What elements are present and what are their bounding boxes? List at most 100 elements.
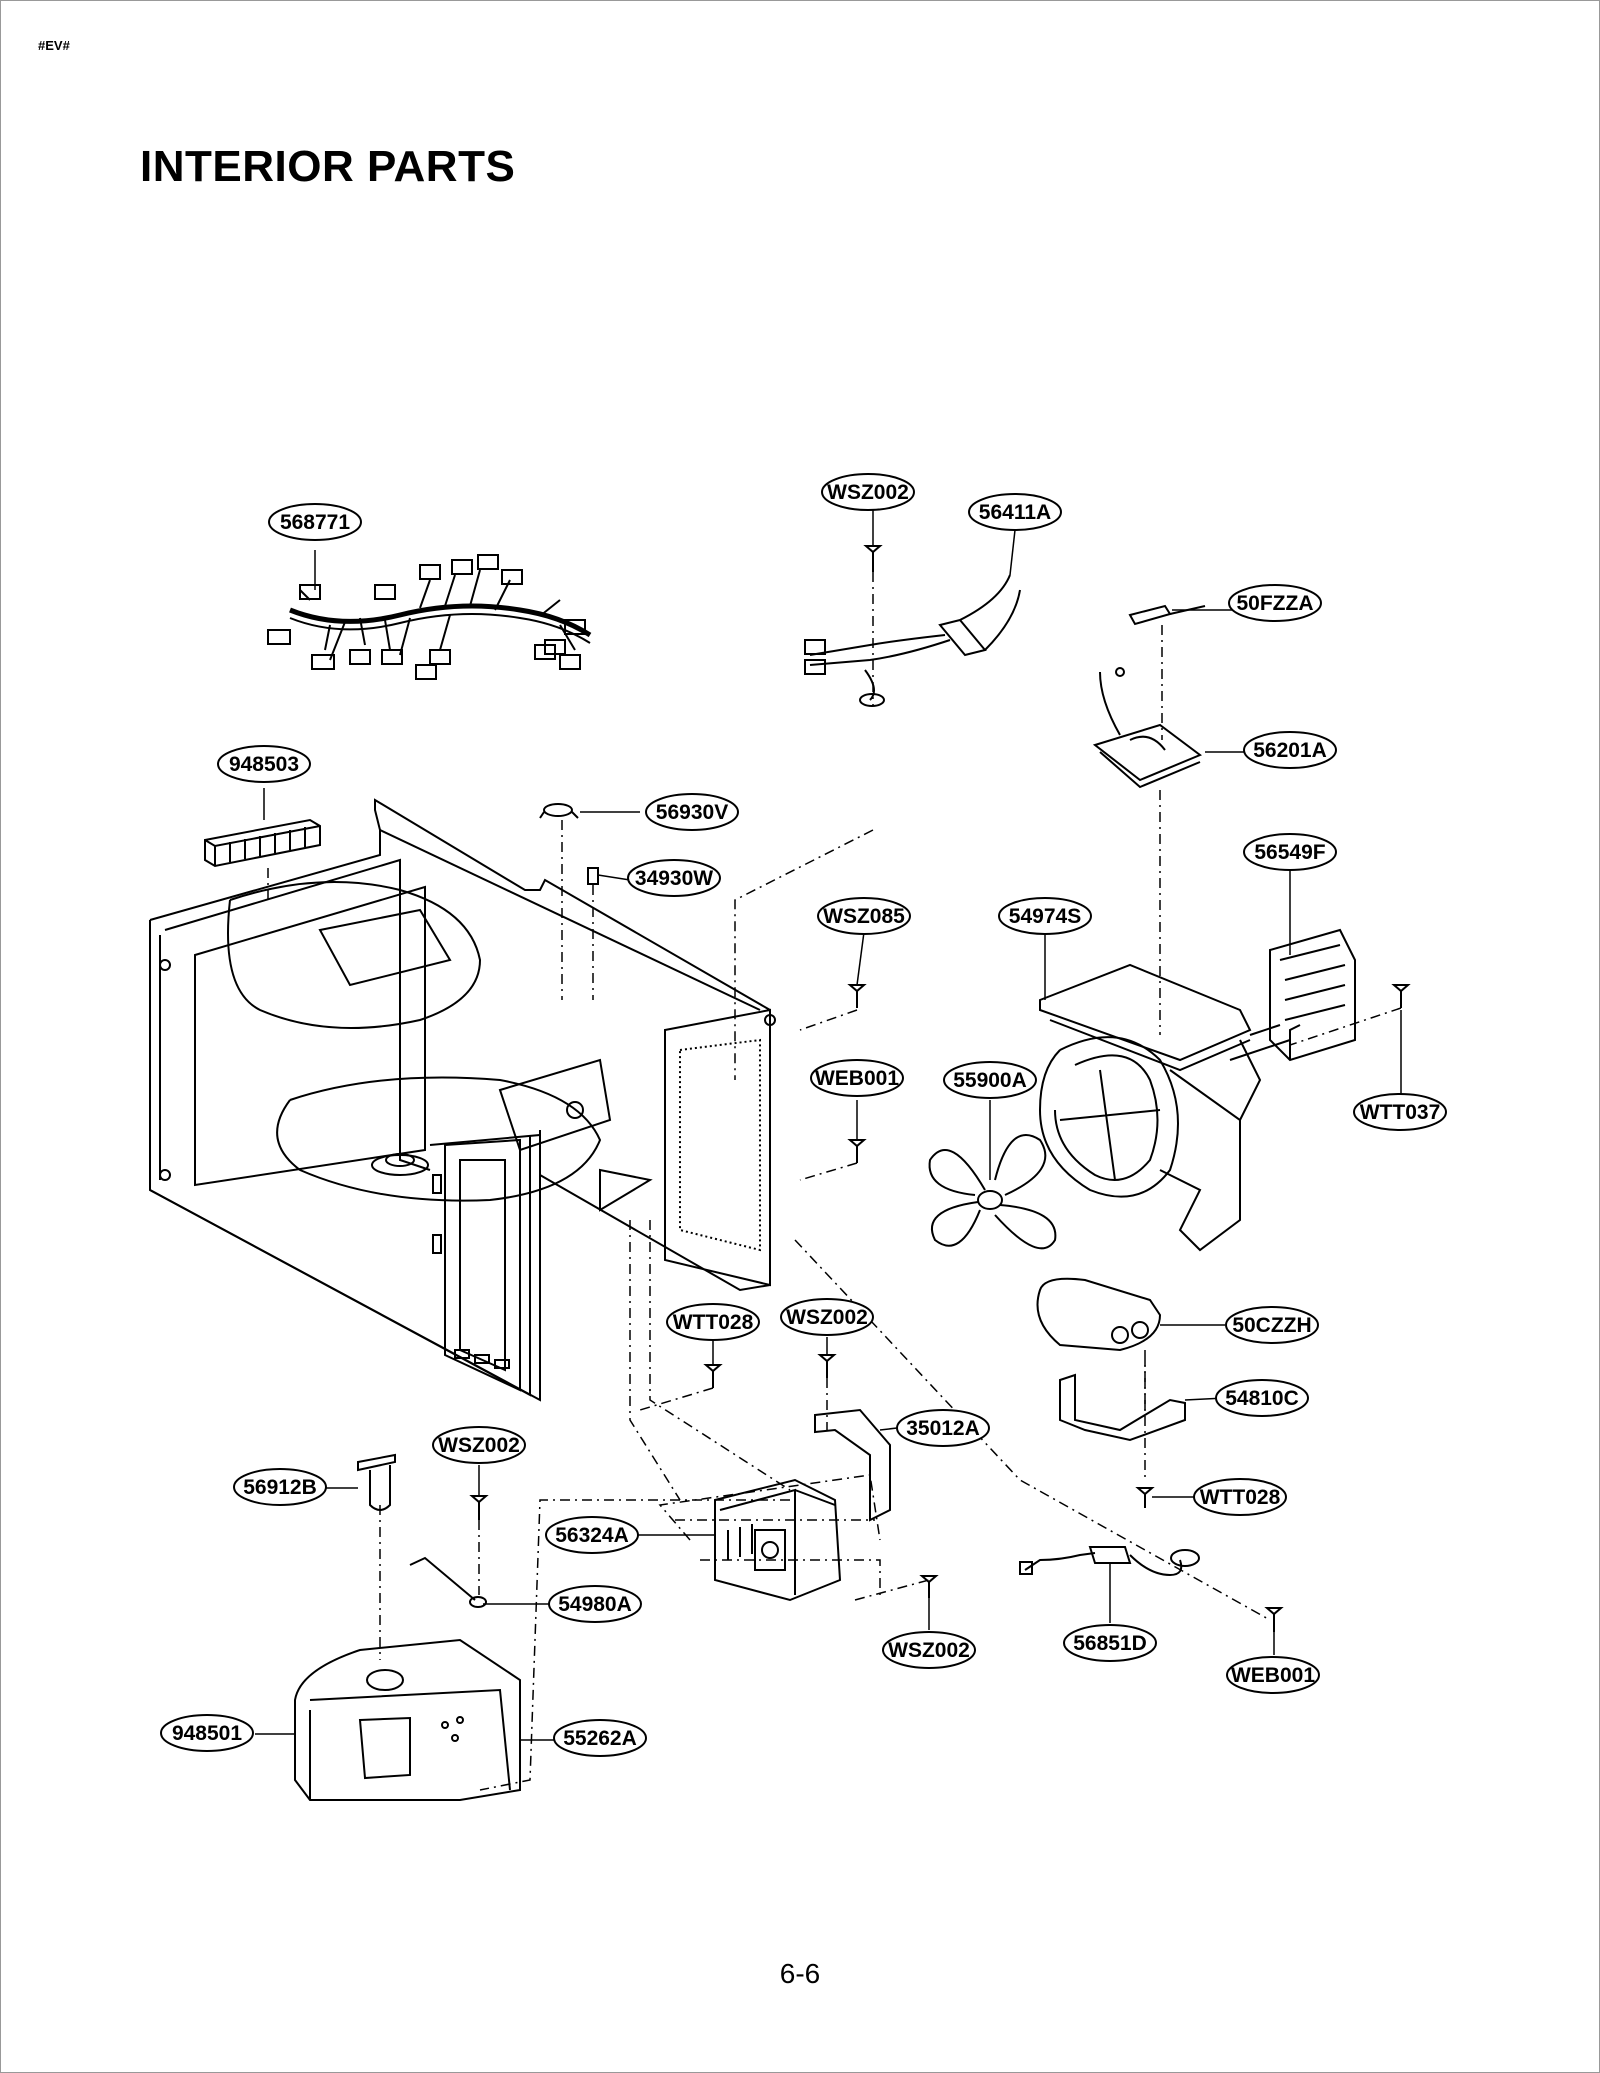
thermostat-56930V-drawing	[539, 803, 579, 819]
callout-label: WSZ002	[786, 1306, 868, 1329]
fuse-50FZZA-drawing	[1128, 604, 1206, 626]
callout-wsz002: WSZ002	[882, 1631, 976, 1669]
callout-ellipse	[1243, 731, 1337, 769]
callout-56324a: 56324A	[545, 1516, 639, 1554]
block-948503-drawing	[204, 818, 321, 868]
callout-label: 56201A	[1253, 739, 1327, 762]
callout-label: WSZ002	[438, 1434, 520, 1457]
callout-ellipse	[233, 1468, 327, 1506]
callout-56549f: 56549F	[1243, 833, 1337, 871]
callout-label: 568771	[280, 511, 350, 534]
callout-label: WTT028	[673, 1311, 754, 1334]
callout-label: WEB001	[1231, 1664, 1315, 1687]
leader-lines	[255, 510, 1402, 1741]
callout-ellipse	[627, 859, 721, 897]
fan-duct-54974S-drawing	[1038, 963, 1262, 1252]
callout-label: 34930W	[635, 867, 713, 890]
callout-34930w: 34930W	[627, 859, 721, 897]
assembly-lines	[267, 572, 1402, 1791]
callout-54980a: 54980A	[548, 1585, 642, 1623]
transformer-56549F-drawing	[1229, 928, 1356, 1062]
callout-ellipse	[645, 793, 739, 831]
callout-ellipse	[998, 897, 1092, 935]
callout-wsz085: WSZ085	[817, 897, 911, 935]
cord-56851D-drawing	[1019, 1546, 1200, 1577]
capacitor-50CZZH-drawing	[1036, 1277, 1162, 1352]
callout-ellipse	[1226, 1656, 1320, 1694]
callout-label: 948503	[229, 753, 299, 776]
callout-54974s: 54974S	[998, 897, 1092, 935]
callout-label: 54980A	[558, 1593, 632, 1616]
callout-label: WSZ002	[888, 1639, 970, 1662]
oven-cavity-drawing	[149, 798, 776, 1402]
callout-ellipse	[882, 1631, 976, 1669]
lever-54980A-drawing	[409, 1556, 487, 1608]
magnetron-56324A-drawing	[714, 1478, 842, 1602]
callout-web001: WEB001	[1226, 1656, 1320, 1694]
callout-label: WTT028	[1200, 1486, 1281, 1509]
callout-ellipse	[780, 1298, 874, 1336]
callout-568771: 568771	[268, 503, 362, 541]
callout-ellipse	[160, 1714, 254, 1752]
screws-drawing	[469, 545, 1411, 1632]
callout-label: WSZ002	[827, 481, 909, 504]
callout-ellipse	[821, 473, 915, 511]
page-number: 6-6	[779, 1958, 821, 1989]
callout-ellipse	[1215, 1379, 1309, 1417]
callout-56912b: 56912B	[233, 1468, 327, 1506]
page-title: INTERIOR PARTS	[140, 142, 516, 191]
switch-34930W-drawing	[587, 867, 599, 885]
callout-ellipse	[1225, 1306, 1319, 1344]
callout-56930v: 56930V	[645, 793, 739, 831]
callout-label: WTT037	[1360, 1101, 1441, 1124]
callout-ellipse	[548, 1585, 642, 1623]
callout-55900a: 55900A	[943, 1061, 1037, 1099]
callout-label: 35012A	[906, 1417, 980, 1440]
callout-label: 50CZZH	[1232, 1314, 1311, 1337]
callout-wsz002: WSZ002	[432, 1426, 526, 1464]
harness-56411A-drawing	[804, 574, 1021, 707]
bracket-54810C-drawing	[1059, 1373, 1186, 1442]
callout-50czzh: 50CZZH	[1225, 1306, 1319, 1344]
callout-55262a: 55262A	[553, 1719, 647, 1757]
callout-ellipse	[1063, 1624, 1157, 1662]
callout-label: 54810C	[1225, 1387, 1299, 1410]
document-code: #EV#	[38, 38, 70, 53]
fan-blade-55900A-drawing	[928, 1134, 1057, 1250]
callout-ellipse	[217, 745, 311, 783]
callout-label: 56411A	[979, 501, 1051, 524]
callout-ellipse	[810, 1059, 904, 1097]
callout-ellipse	[896, 1409, 990, 1447]
callout-ellipse	[1243, 833, 1337, 871]
callout-label: 56930V	[656, 801, 728, 824]
callout-label: 54974S	[1009, 905, 1081, 928]
callout-ellipse	[943, 1061, 1037, 1099]
bracket-948501-drawing	[294, 1638, 521, 1801]
callout-label: WEB001	[815, 1067, 899, 1090]
callout-label: WSZ085	[823, 905, 905, 928]
callout-948503: 948503	[217, 745, 311, 783]
callout-label: 50FZZA	[1236, 592, 1313, 615]
wire-harness-drawing	[267, 554, 592, 680]
callout-label: 55900A	[953, 1069, 1027, 1092]
callout-wsz002: WSZ002	[780, 1298, 874, 1336]
callout-56201a: 56201A	[1243, 731, 1337, 769]
callout-ellipse	[1193, 1478, 1287, 1516]
callout-ellipse	[1228, 584, 1322, 622]
callout-54810c: 54810C	[1215, 1379, 1309, 1417]
bracket-35012A-drawing	[814, 1408, 891, 1522]
part-callouts: WSZ002 56411A 568771 50FZZA 56201A 948503 5693…	[160, 473, 1447, 1757]
callout-ellipse	[545, 1516, 639, 1554]
callout-56411a: 56411A	[968, 493, 1062, 531]
callout-948501: 948501	[160, 1714, 254, 1752]
callout-label: 55262A	[563, 1727, 637, 1750]
callout-50fzza: 50FZZA	[1228, 584, 1322, 622]
callout-wtt028: WTT028	[666, 1303, 760, 1341]
callout-wtt028: WTT028	[1193, 1478, 1287, 1516]
board-56201A-drawing	[1092, 667, 1202, 789]
callout-label: 56549F	[1254, 841, 1325, 864]
callout-ellipse	[817, 897, 911, 935]
callout-56851d: 56851D	[1063, 1624, 1157, 1662]
callout-label: 56324A	[555, 1524, 629, 1547]
callout-ellipse	[268, 503, 362, 541]
